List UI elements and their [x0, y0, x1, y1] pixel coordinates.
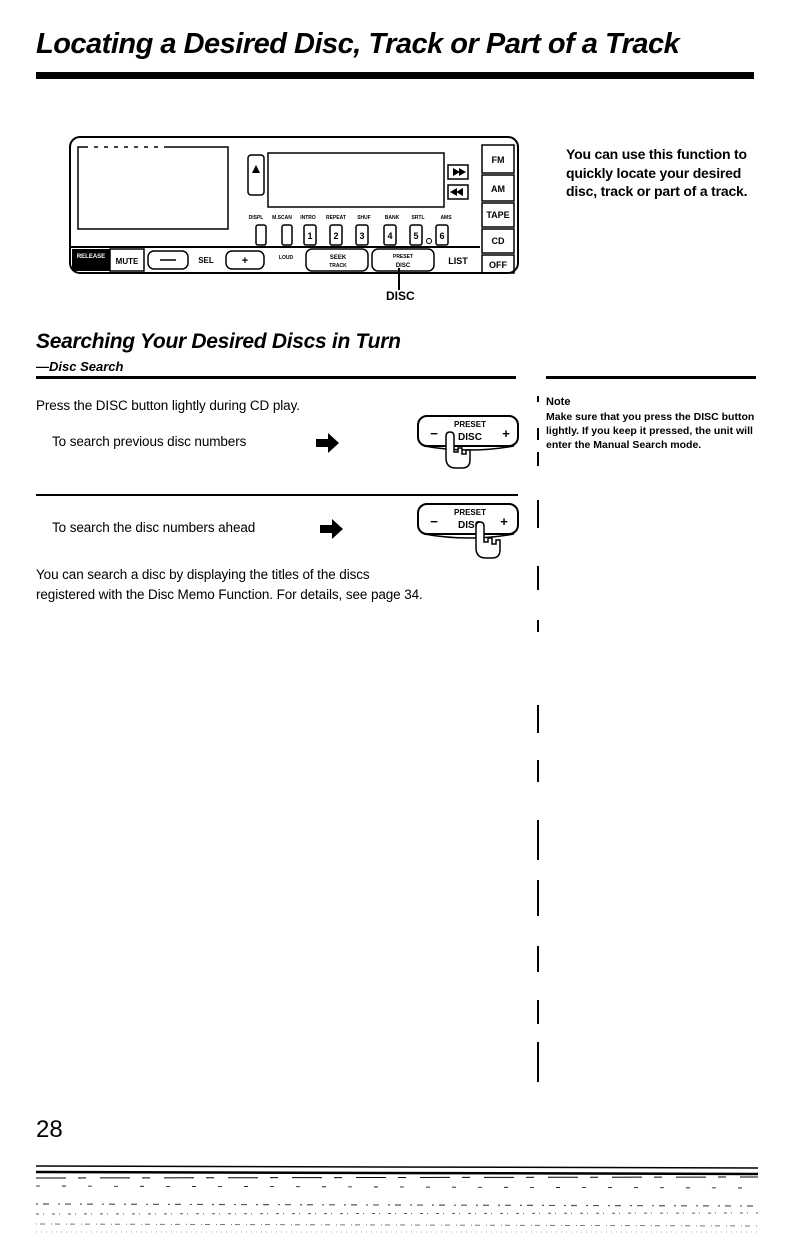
minus-label: − — [430, 514, 438, 529]
margin-dash — [537, 566, 539, 590]
release-label: RELEASE — [77, 254, 105, 260]
number-key-5: 5 — [413, 231, 418, 241]
memo-text-line1: You can search a disc by displaying the … — [36, 567, 370, 582]
page-number: 28 — [36, 1116, 63, 1143]
instruction-text: Press the DISC button lightly during CD … — [36, 398, 300, 413]
margin-dash — [537, 1042, 539, 1082]
margin-dash — [537, 946, 539, 972]
margin-dash — [537, 880, 539, 916]
section-rule-left — [36, 376, 516, 379]
intro-text: You can use this function to quickly loc… — [566, 146, 748, 199]
am-button-label: AM — [491, 184, 505, 194]
page-title: Locating a Desired Disc, Track or Part o… — [36, 28, 680, 60]
margin-dash — [537, 500, 539, 528]
section-title: Searching Your Desired Discs in Turn — [36, 330, 401, 353]
step-divider — [36, 494, 518, 496]
title-rule — [36, 72, 754, 79]
seek-label: SEEK — [330, 255, 347, 261]
minus-label: − — [430, 426, 438, 441]
fm-button-label: FM — [492, 155, 505, 165]
number-key-2: 2 — [333, 231, 338, 241]
section-subtitle: —Disc Search — [36, 359, 124, 374]
arrow-right-icon — [316, 433, 339, 453]
tape-button-label: TAPE — [486, 210, 509, 220]
indicator-ams: AMS — [440, 215, 452, 221]
disc-label: DISC — [458, 520, 482, 531]
number-key-3: 3 — [359, 231, 364, 241]
disc-plus-press-illustration: PRESET DISC − + — [417, 503, 519, 559]
front-panel-illustration: FM AM TAPE CD OFF DISPL M.SCAN INTRO REP… — [69, 136, 519, 274]
plus-label: + — [500, 514, 508, 529]
margin-dash — [537, 396, 539, 402]
disc-minus-press-illustration: PRESET DISC − + — [417, 415, 519, 469]
indicator-intro: INTRO — [300, 215, 316, 221]
plus-label: + — [502, 426, 510, 441]
loud-label: LOUD — [279, 255, 294, 261]
disc-label-panel: DISC — [396, 263, 411, 269]
preset-label: PRESET — [454, 420, 486, 429]
memo-text-line2: registered with the Disc Memo Function. … — [36, 587, 423, 602]
track-label: TRACK — [329, 263, 347, 269]
disc-callout-line — [398, 268, 400, 290]
note-body: Make sure that you press the DISC button… — [546, 411, 755, 451]
off-button-label: OFF — [489, 260, 507, 270]
indicator-shuf: SHUF — [357, 215, 371, 221]
preset-label: PRESET — [454, 508, 486, 517]
cd-button-label: CD — [492, 236, 505, 246]
margin-dash — [537, 760, 539, 782]
step-ahead-text: To search the disc numbers ahead — [52, 520, 256, 535]
indicator-bank: BANK — [385, 215, 400, 221]
finger-icon — [475, 521, 501, 559]
number-key-6: 6 — [439, 231, 444, 241]
list-button-label: LIST — [448, 256, 468, 266]
disc-label: DISC — [458, 432, 482, 443]
margin-dash — [537, 620, 539, 632]
margin-dash — [537, 1000, 539, 1024]
sel-button-label: SEL — [198, 256, 214, 265]
margin-dash — [537, 820, 539, 860]
indicator-repeat: REPEAT — [326, 215, 346, 221]
preset-label-panel: PRESET — [393, 254, 413, 260]
scan-artifact-lines — [36, 1165, 758, 1233]
margin-dash — [537, 452, 539, 466]
number-key-4: 4 — [387, 231, 392, 241]
svg-text:+: + — [242, 255, 248, 267]
finger-icon — [445, 431, 471, 469]
indicator-displ: DISPL — [249, 215, 264, 221]
number-key-1: 1 — [307, 231, 312, 241]
margin-dash — [537, 428, 539, 440]
step-previous-text: To search previous disc numbers — [52, 434, 247, 449]
disc-callout-label: DISC — [386, 289, 415, 303]
mute-button-label: MUTE — [116, 257, 139, 266]
section-rule-right — [546, 376, 756, 379]
margin-dash — [537, 705, 539, 733]
indicator-srtl: SRTL — [411, 215, 424, 221]
arrow-right-icon — [320, 519, 343, 539]
indicator-mscan: M.SCAN — [272, 215, 292, 221]
note-title: Note — [546, 396, 571, 408]
